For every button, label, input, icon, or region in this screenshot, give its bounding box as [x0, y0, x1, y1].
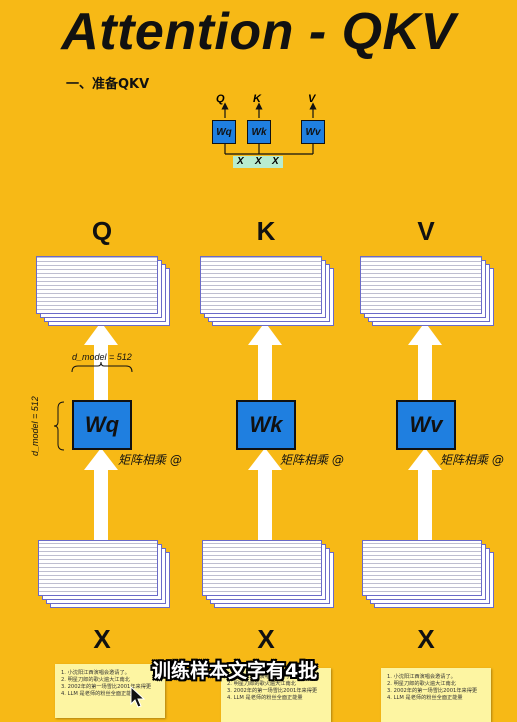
section-heading: 一、准备QKV: [66, 77, 150, 92]
mini-weight-wv: Wv: [301, 120, 325, 144]
mini-weight-wk: Wk: [247, 120, 271, 144]
mouse-cursor-icon: [130, 686, 146, 708]
arrow-wq-to-q: [84, 322, 118, 400]
weight-box-wk: Wk: [236, 400, 296, 450]
matmul-label-k: 矩阵相乘 @: [280, 453, 344, 467]
mini-output-k: K: [253, 93, 261, 105]
mini-weight-wq: Wq: [212, 120, 236, 144]
mini-input-x2: X: [255, 156, 262, 167]
arrow-x-to-wq: [84, 448, 118, 540]
mini-qkv-diagram: [221, 102, 317, 168]
mini-input-x3: X: [272, 156, 279, 167]
arrow-wv-to-v: [408, 322, 442, 400]
weight-box-wq: Wq: [72, 400, 132, 450]
arrow-wk-to-k: [248, 322, 282, 400]
matmul-label-v: 矩阵相乘 @: [440, 453, 504, 467]
matmul-label-q: 矩阵相乘 @: [118, 453, 182, 467]
height-dim-label: d_model = 512: [30, 396, 40, 456]
mini-input-bar: [233, 156, 283, 168]
page-title: Attention - QKV: [61, 3, 456, 61]
width-brace: [71, 361, 133, 373]
subtitle-caption: 训练样本文字有4批: [152, 660, 318, 682]
mini-output-v: V: [308, 93, 316, 105]
arrow-x-to-wv: [408, 448, 442, 540]
input-label-x2: X: [257, 624, 275, 654]
mini-input-x1: X: [237, 156, 244, 167]
weight-box-wv: Wv: [396, 400, 456, 450]
height-brace: [53, 401, 65, 451]
arrow-x-to-wk: [248, 448, 282, 540]
input-label-x1: X: [93, 624, 111, 654]
output-label-k: K: [256, 216, 276, 246]
width-dim-label: d_model = 512: [72, 352, 132, 362]
output-label-q: Q: [91, 216, 113, 246]
output-label-v: V: [417, 216, 435, 246]
mini-output-q: Q: [216, 93, 225, 105]
input-label-x3: X: [417, 624, 435, 654]
